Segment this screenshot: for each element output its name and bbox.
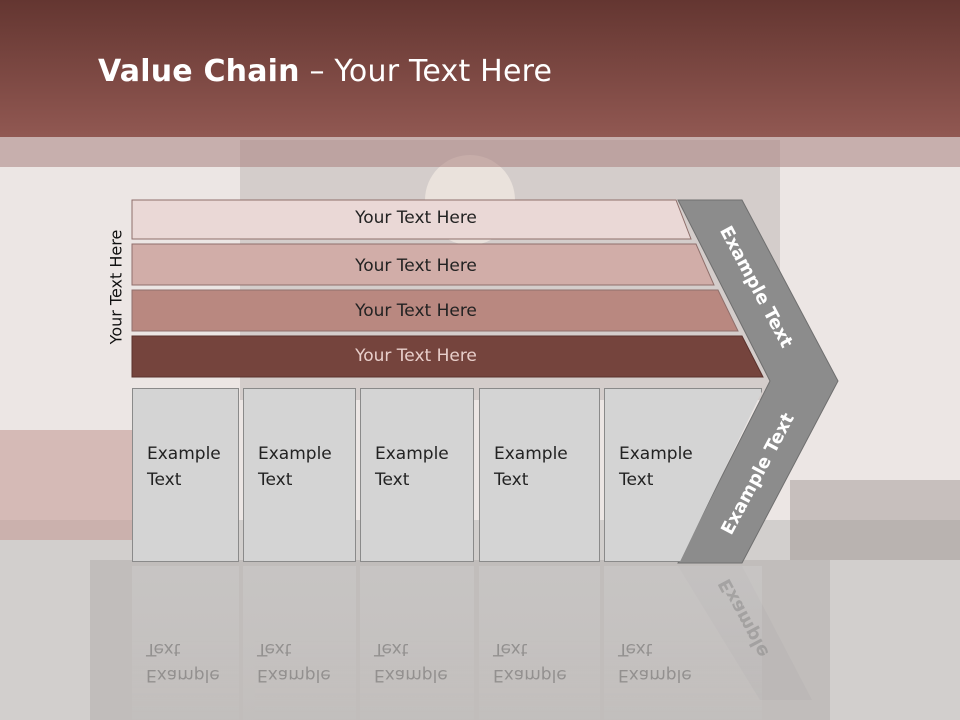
box-5-line1: Example: [619, 444, 693, 464]
bar-label-3: Your Text Here: [355, 301, 477, 321]
box-1-line2: Text: [147, 470, 182, 490]
box-3-line1: Example: [375, 444, 449, 464]
chevron-arrow[interactable]: [677, 199, 839, 564]
box-3-refl-line2: Text: [374, 639, 409, 659]
box-4-refl-line2: Text: [493, 639, 528, 659]
bar-1[interactable]: [131, 199, 692, 240]
box-3-refl-line1: Example: [374, 665, 448, 685]
box-3-line2: Text: [375, 470, 410, 490]
box-2-refl-line1: Example: [257, 665, 331, 685]
box-3-reflection: Example Text: [360, 566, 474, 720]
bar-2[interactable]: [131, 243, 715, 286]
box-1-refl-line1: Example: [146, 665, 220, 685]
box-5-refl-line1: Example: [618, 665, 692, 685]
box-1-refl-line2: Text: [146, 639, 181, 659]
bar-3[interactable]: [131, 289, 739, 332]
chevron-reflection: [678, 566, 812, 700]
bar-label-4: Your Text Here: [355, 346, 477, 366]
box-5-refl-line2: Text: [618, 639, 653, 659]
box-2-reflection: Example Text: [243, 566, 356, 720]
box-5-line2: Text: [619, 470, 654, 490]
box-4-reflection: Example Text: [479, 566, 600, 720]
bar-label-1: Your Text Here: [355, 208, 477, 228]
page-title: Value Chain – Your Text Here: [98, 54, 552, 89]
title-bold: Value Chain: [98, 54, 300, 89]
bar-4[interactable]: [131, 335, 764, 378]
box-2-refl-line2: Text: [257, 639, 292, 659]
box-4-line2: Text: [494, 470, 529, 490]
box-2-line1: Example: [258, 444, 332, 464]
header-band: [0, 137, 960, 167]
header-bar: [0, 0, 960, 137]
box-2-line2: Text: [258, 470, 293, 490]
box-4-refl-line1: Example: [493, 665, 567, 685]
bar-label-2: Your Text Here: [355, 256, 477, 276]
box-1-line1: Example: [147, 444, 221, 464]
title-rest: – Your Text Here: [299, 54, 553, 89]
box-4-line1: Example: [494, 444, 568, 464]
box-1-reflection: Example Text: [132, 566, 239, 720]
